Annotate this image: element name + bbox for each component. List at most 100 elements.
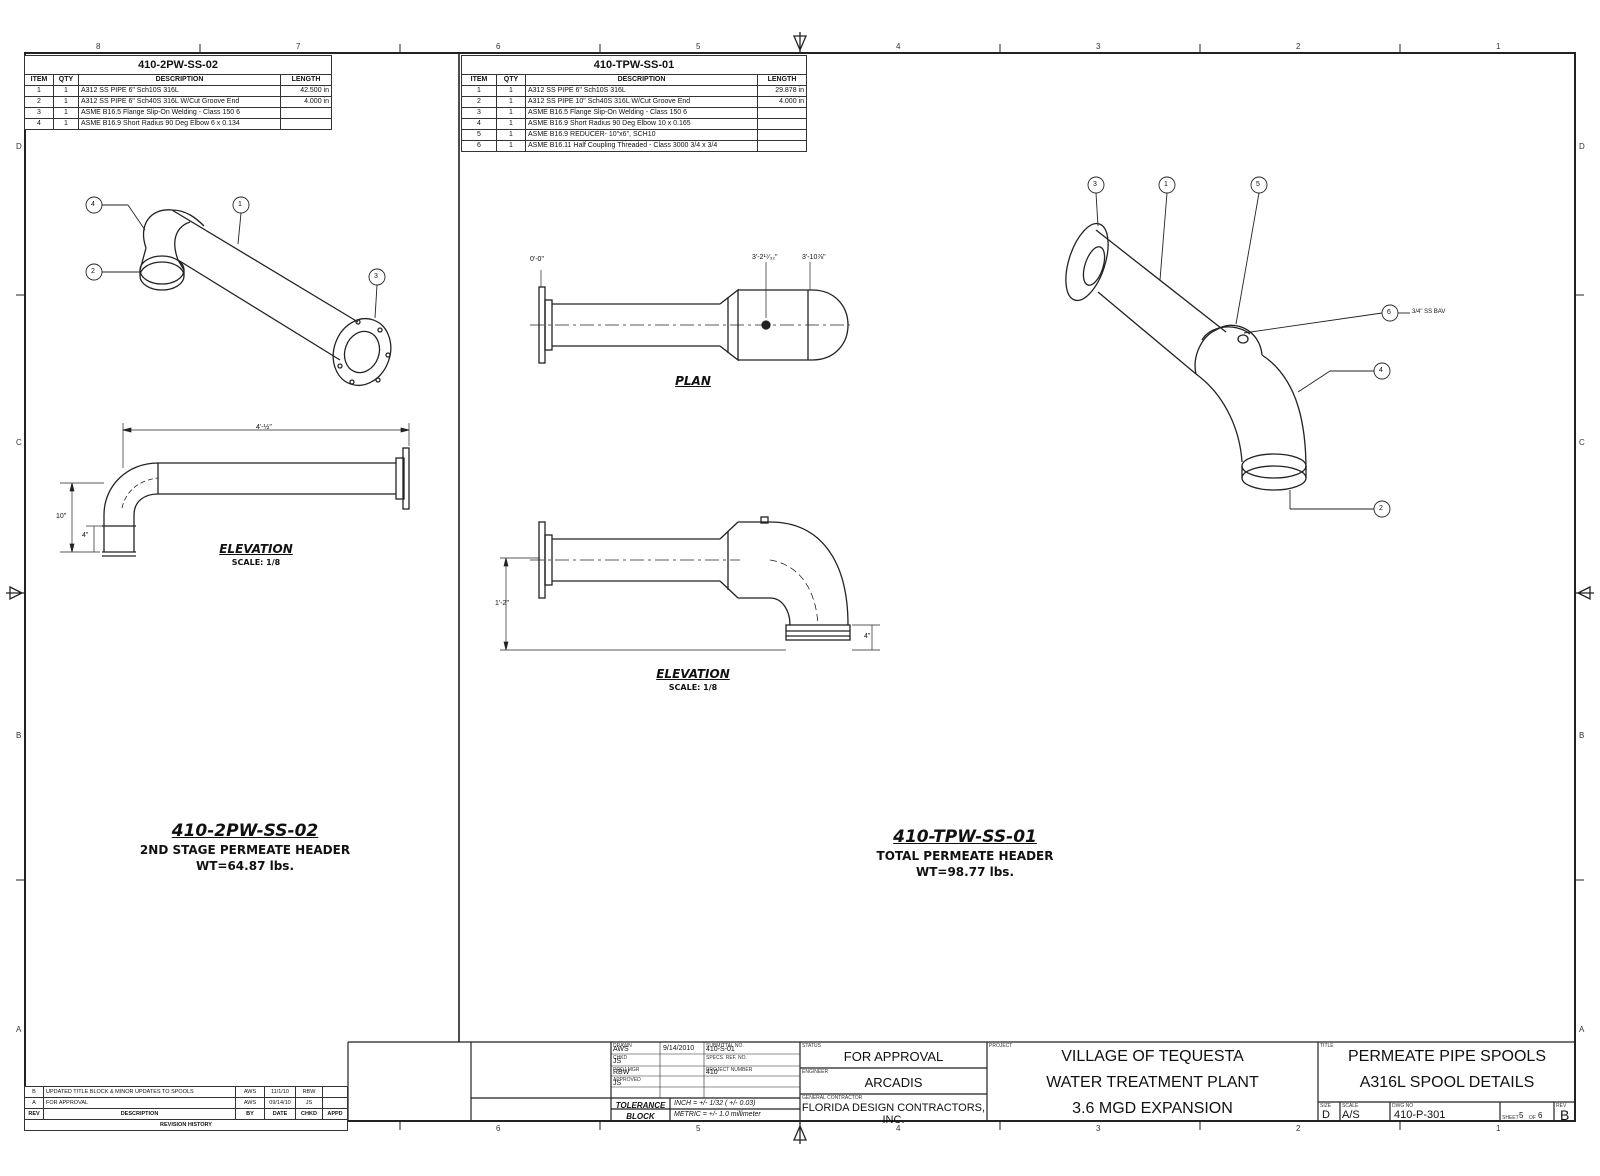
balloon-4: 4 <box>91 201 95 208</box>
bom-header-qty: QTY <box>496 74 526 86</box>
bom-cell <box>757 107 807 119</box>
bom-cell: 1 <box>53 118 79 130</box>
bom-cell: 1 <box>461 85 497 97</box>
balloon-2: 2 <box>91 268 95 275</box>
zone-right-c: C <box>1579 438 1585 447</box>
approved-label: APPROVED <box>613 1077 641 1083</box>
bom-cell: A312 SS PIPE 6" Sch10S 316L <box>525 85 758 97</box>
zone-right-d: D <box>1579 142 1585 151</box>
leaders-right <box>1087 176 1410 518</box>
project-label: PROJECT <box>989 1043 1013 1049</box>
status-value: FOR APPROVAL <box>843 1049 944 1064</box>
rev-header: CHKD <box>295 1108 323 1120</box>
zone-right-b: B <box>1579 731 1585 740</box>
dim-overall-length: 4'-½" <box>256 424 272 431</box>
bav-note: 3/4" SS BAV <box>1412 309 1446 315</box>
rev-cell: FOR APPROVAL <box>43 1097 236 1109</box>
zone-top-6: 6 <box>496 42 501 51</box>
inch-tolerance: INCH = +/- 1/32 ( +/- 0.03) <box>674 1100 756 1107</box>
bom-cell: 1 <box>496 118 526 130</box>
iso-view-right <box>1065 222 1307 491</box>
bom-cell: 1 <box>496 96 526 108</box>
elevation-label-right: ELEVATION <box>656 667 730 681</box>
bom-cell: 29.878 in <box>757 85 807 97</box>
zone-bottom-2: 2 <box>1296 1124 1301 1133</box>
zone-top-5: 5 <box>696 42 701 51</box>
rev-cell: UPDATED TITLE BLOCK & MINOR UPDATES TO S… <box>43 1086 236 1098</box>
balloon-5: 5 <box>1256 181 1260 188</box>
plan-view-right <box>530 286 850 364</box>
balloon-3: 3 <box>374 273 378 280</box>
bom-cell <box>757 129 807 141</box>
plan-dim-origin: 0'-0" <box>530 256 544 263</box>
sheet-label: SHEET <box>1502 1115 1519 1121</box>
bom-cell: ASME B16.9 Short Radius 90 Deg Elbow 6 x… <box>78 118 281 130</box>
scale-value: A/S <box>1342 1109 1360 1121</box>
zone-bottom-4: 4 <box>896 1124 901 1133</box>
titleblock-thin <box>611 1042 800 1098</box>
bom-cell <box>280 118 332 130</box>
bom-cell: 1 <box>496 129 526 141</box>
checked-label: CHKD <box>613 1055 628 1061</box>
dwg-no-value: 410-P-301 <box>1394 1109 1446 1121</box>
bom-cell: 1 <box>53 85 79 97</box>
rev-header: BY <box>235 1108 265 1120</box>
rev-cell: AWS <box>235 1086 265 1098</box>
pm-value: RBW <box>613 1069 630 1076</box>
project-line-3: 3.6 MGD EXPANSION <box>1072 1100 1233 1117</box>
bom-header-qty: QTY <box>53 74 79 86</box>
bom-title: 410-TPW-SS-01 <box>461 55 807 75</box>
size-label: SIZE <box>1320 1103 1332 1109</box>
elevation-scale-left: SCALE: 1/8 <box>231 558 281 567</box>
rev-cell: JS <box>295 1097 323 1109</box>
bom-cell: ASME B16.11 Half Coupling Threaded - Cla… <box>525 140 758 152</box>
bom-cell: ASME B16.9 REDUCER- 10"x6", SCH10 <box>525 129 758 141</box>
spool-id-right: 410-TPW-SS-01 <box>893 827 1037 847</box>
dim-height: 10" <box>56 513 67 520</box>
rev-header: DATE <box>264 1108 296 1120</box>
engineer-value: ARCADIS <box>864 1075 923 1090</box>
bom-cell: ASME B16.5 Flange Slip-On Welding - Clas… <box>525 107 758 119</box>
gc-value: FLORIDA DESIGN CONTRACTORS, INC. <box>801 1102 986 1126</box>
bom-table-left: 410-2PW-SS-02 ITEM QTY DESCRIPTION LENGT… <box>24 55 332 130</box>
bom-cell: ASME B16.9 Short Radius 90 Deg Elbow 10 … <box>525 118 758 130</box>
bom-cell: 1 <box>496 85 526 97</box>
spool-weight-right: WT=98.77 lbs. <box>915 865 1014 879</box>
zone-top-8: 8 <box>96 42 101 51</box>
rev-header: APPD <box>322 1108 348 1120</box>
elev-dim-end: 4" <box>864 633 871 640</box>
size-value: D <box>1322 1109 1330 1121</box>
leaders-left <box>85 196 386 319</box>
rev-label: REV <box>1556 1103 1567 1109</box>
zone-ticks <box>16 44 1584 1130</box>
approved-value: JS <box>613 1080 622 1087</box>
submittal-value: 410-S-01 <box>706 1046 735 1053</box>
bom-header-length: LENGTH <box>757 74 807 86</box>
bom-cell: ASME B16.5 Flange Slip-On Welding - Clas… <box>78 107 281 119</box>
zone-left-a: A <box>16 1025 22 1034</box>
elev-dim-height: 1'-2" <box>495 600 509 607</box>
drawn-value: AWS <box>613 1046 629 1053</box>
rev-cell: A <box>24 1097 44 1109</box>
balloon-3: 3 <box>1093 181 1097 188</box>
rev-cell <box>322 1097 348 1109</box>
rev-cell: RBW <box>295 1086 323 1098</box>
zone-left-b: B <box>16 731 22 740</box>
bom-cell: A312 SS PIPE 10" Sch40S 316L W/Cut Groov… <box>525 96 758 108</box>
bom-cell <box>757 118 807 130</box>
bom-table-right: 410-TPW-SS-01 ITEM QTY DESCRIPTION LENGT… <box>461 55 807 152</box>
zone-top-4: 4 <box>896 42 901 51</box>
checked-value: JS <box>613 1058 622 1065</box>
drawn-label: DRAWN <box>613 1043 632 1049</box>
dims-right-elev <box>500 557 880 651</box>
elevation-view-left <box>102 447 410 557</box>
rev-value: B <box>1560 1107 1570 1123</box>
rev-cell: 09/14/10 <box>264 1097 296 1109</box>
